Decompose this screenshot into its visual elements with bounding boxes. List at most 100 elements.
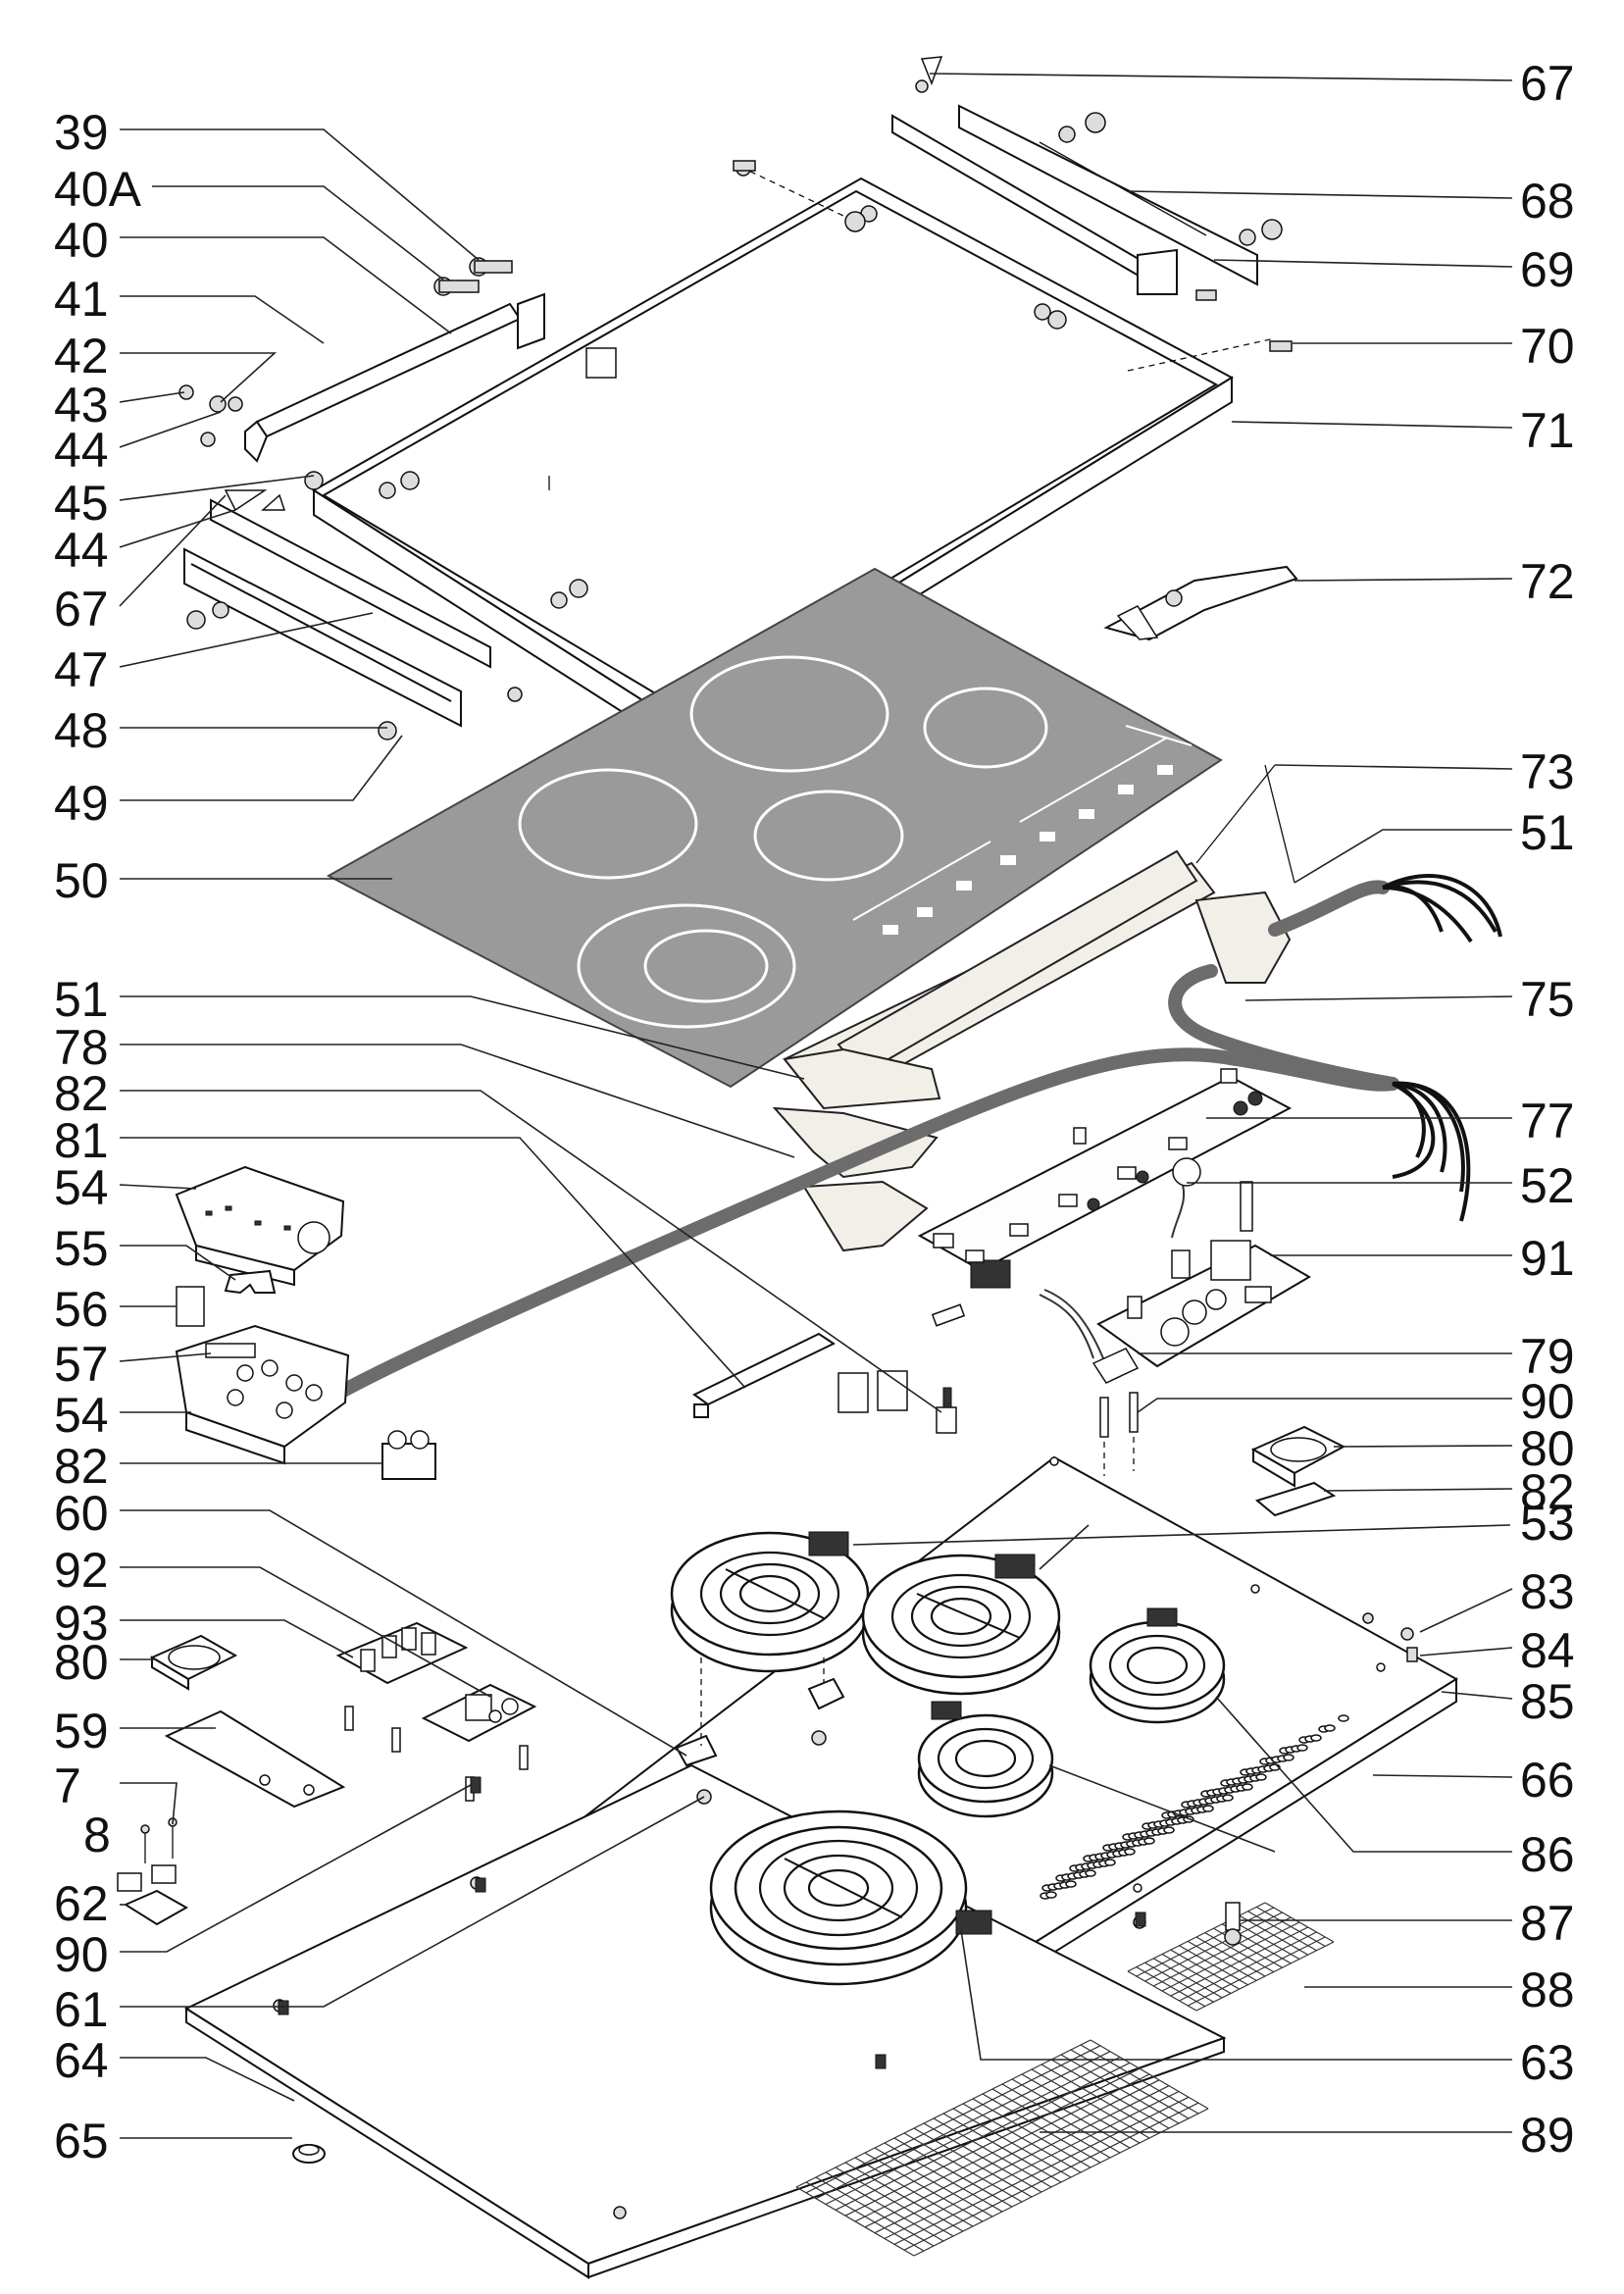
cables — [336, 874, 1502, 1398]
glass-ceramic-top — [326, 567, 1223, 1089]
label-61: 61 — [54, 1982, 109, 2037]
label-54-bottom: 54 — [54, 1388, 109, 1443]
bottom-plate-64 — [183, 1763, 1227, 2279]
label-67-left: 67 — [54, 582, 109, 637]
bracket-60 — [675, 1657, 718, 1805]
wire-ends-bottom — [1392, 1081, 1471, 1222]
label-67-right: 67 — [1520, 56, 1575, 111]
label-59: 59 — [54, 1704, 109, 1759]
right-side-rails — [891, 104, 1258, 295]
label-42: 42 — [54, 329, 109, 383]
label-48: 48 — [54, 703, 109, 758]
label-45: 45 — [54, 476, 109, 531]
label-50: 50 — [54, 853, 109, 908]
foot-65 — [292, 2144, 326, 2164]
label-88: 88 — [1520, 1963, 1575, 2017]
label-43: 43 — [54, 378, 109, 433]
leader-lines — [119, 73, 1513, 2139]
label-56: 56 — [54, 1282, 109, 1337]
label-93: 93 — [54, 1596, 109, 1651]
wire-ends-top — [1382, 874, 1502, 943]
ribbon-cable-79 — [1039, 1289, 1140, 1384]
power-board-92 — [421, 1683, 537, 1802]
spacers-left-tray — [278, 1776, 1146, 2069]
spacers-90 — [1099, 1392, 1139, 1476]
fan-80-left — [149, 1634, 238, 1691]
label-55: 55 — [54, 1221, 109, 1276]
power-board-91 — [1096, 1157, 1311, 1368]
sensor-78 — [931, 1303, 966, 1327]
heater-63-large — [709, 1810, 992, 1986]
control-symbols — [852, 725, 1193, 935]
label-53: 53 — [1520, 1496, 1575, 1551]
label-75: 75 — [1520, 972, 1575, 1027]
label-49: 49 — [54, 776, 109, 831]
label-7: 7 — [54, 1759, 81, 1813]
control-board-77 — [917, 1068, 1293, 1289]
label-79: 79 — [1520, 1329, 1575, 1384]
label-41: 41 — [54, 272, 109, 327]
label-60: 60 — [54, 1486, 109, 1541]
label-91: 91 — [1520, 1231, 1575, 1286]
relay-board-93 — [335, 1621, 469, 1753]
label-44-bottom: 44 — [54, 523, 109, 578]
terminal-87 — [1224, 1902, 1242, 1946]
bracket-67-top — [915, 79, 929, 93]
label-39: 39 — [54, 105, 109, 160]
cable-clamp-56 — [176, 1286, 205, 1327]
label-82-mid: 82 — [54, 1439, 109, 1494]
label-62: 62 — [54, 1876, 109, 1931]
label-86: 86 — [1520, 1827, 1575, 1882]
label-92: 92 — [54, 1543, 109, 1598]
label-66: 66 — [1520, 1753, 1575, 1808]
label-90-left: 90 — [54, 1927, 109, 1982]
label-44-top: 44 — [54, 423, 109, 478]
scraper-72 — [1103, 565, 1298, 641]
clip-82-right — [1254, 1481, 1337, 1517]
label-51-left: 51 — [54, 972, 109, 1027]
label-68: 68 — [1520, 174, 1575, 229]
terminal-cover-54 — [175, 1165, 345, 1287]
bracket-center — [807, 1657, 845, 1746]
bracket-81 — [692, 1332, 837, 1418]
label-78: 78 — [54, 1020, 109, 1075]
label-40: 40 — [54, 213, 109, 268]
label-72: 72 — [1520, 554, 1575, 609]
nut-83-84 — [1362, 1612, 1418, 1662]
vent-holes — [1040, 1714, 1349, 1900]
label-80-left: 80 — [54, 1635, 109, 1690]
label-64: 64 — [54, 2033, 109, 2088]
label-73: 73 — [1520, 744, 1575, 799]
grille-88 — [1127, 1902, 1335, 2012]
bracket-59 — [164, 1709, 346, 1809]
right-labels: 67 68 69 70 71 72 73 51 75 77 52 91 79 9… — [1520, 56, 1575, 2163]
foam-strips — [772, 764, 1295, 1252]
label-87: 87 — [1520, 1896, 1575, 1951]
label-69: 69 — [1520, 242, 1575, 297]
label-80-right: 80 — [1520, 1421, 1575, 1476]
label-82-right: 82 — [1520, 1464, 1575, 1519]
switch-62 — [117, 1817, 189, 1926]
fasteners-top — [178, 56, 1293, 756]
label-90-right: 90 — [1520, 1374, 1575, 1429]
label-63: 63 — [1520, 2035, 1575, 2090]
label-84: 84 — [1520, 1623, 1575, 1678]
terminal-block-57 — [175, 1324, 350, 1465]
clamp-55 — [224, 1269, 277, 1295]
label-81: 81 — [54, 1113, 109, 1168]
label-83: 83 — [1520, 1564, 1575, 1619]
heater-86-small-right — [1089, 1607, 1226, 1724]
label-8: 8 — [83, 1808, 111, 1862]
label-77: 77 — [1520, 1094, 1575, 1148]
label-89: 89 — [1520, 2108, 1575, 2163]
label-40a: 40A — [54, 162, 142, 217]
fan-80-right — [1250, 1425, 1346, 1488]
heater-86-small-center — [917, 1701, 1054, 1818]
connectors-82 — [837, 1370, 957, 1434]
heater-53-right — [861, 1554, 1061, 1696]
label-47: 47 — [54, 642, 109, 697]
label-57: 57 — [54, 1337, 109, 1392]
label-54-top: 54 — [54, 1160, 109, 1215]
label-70: 70 — [1520, 319, 1575, 374]
